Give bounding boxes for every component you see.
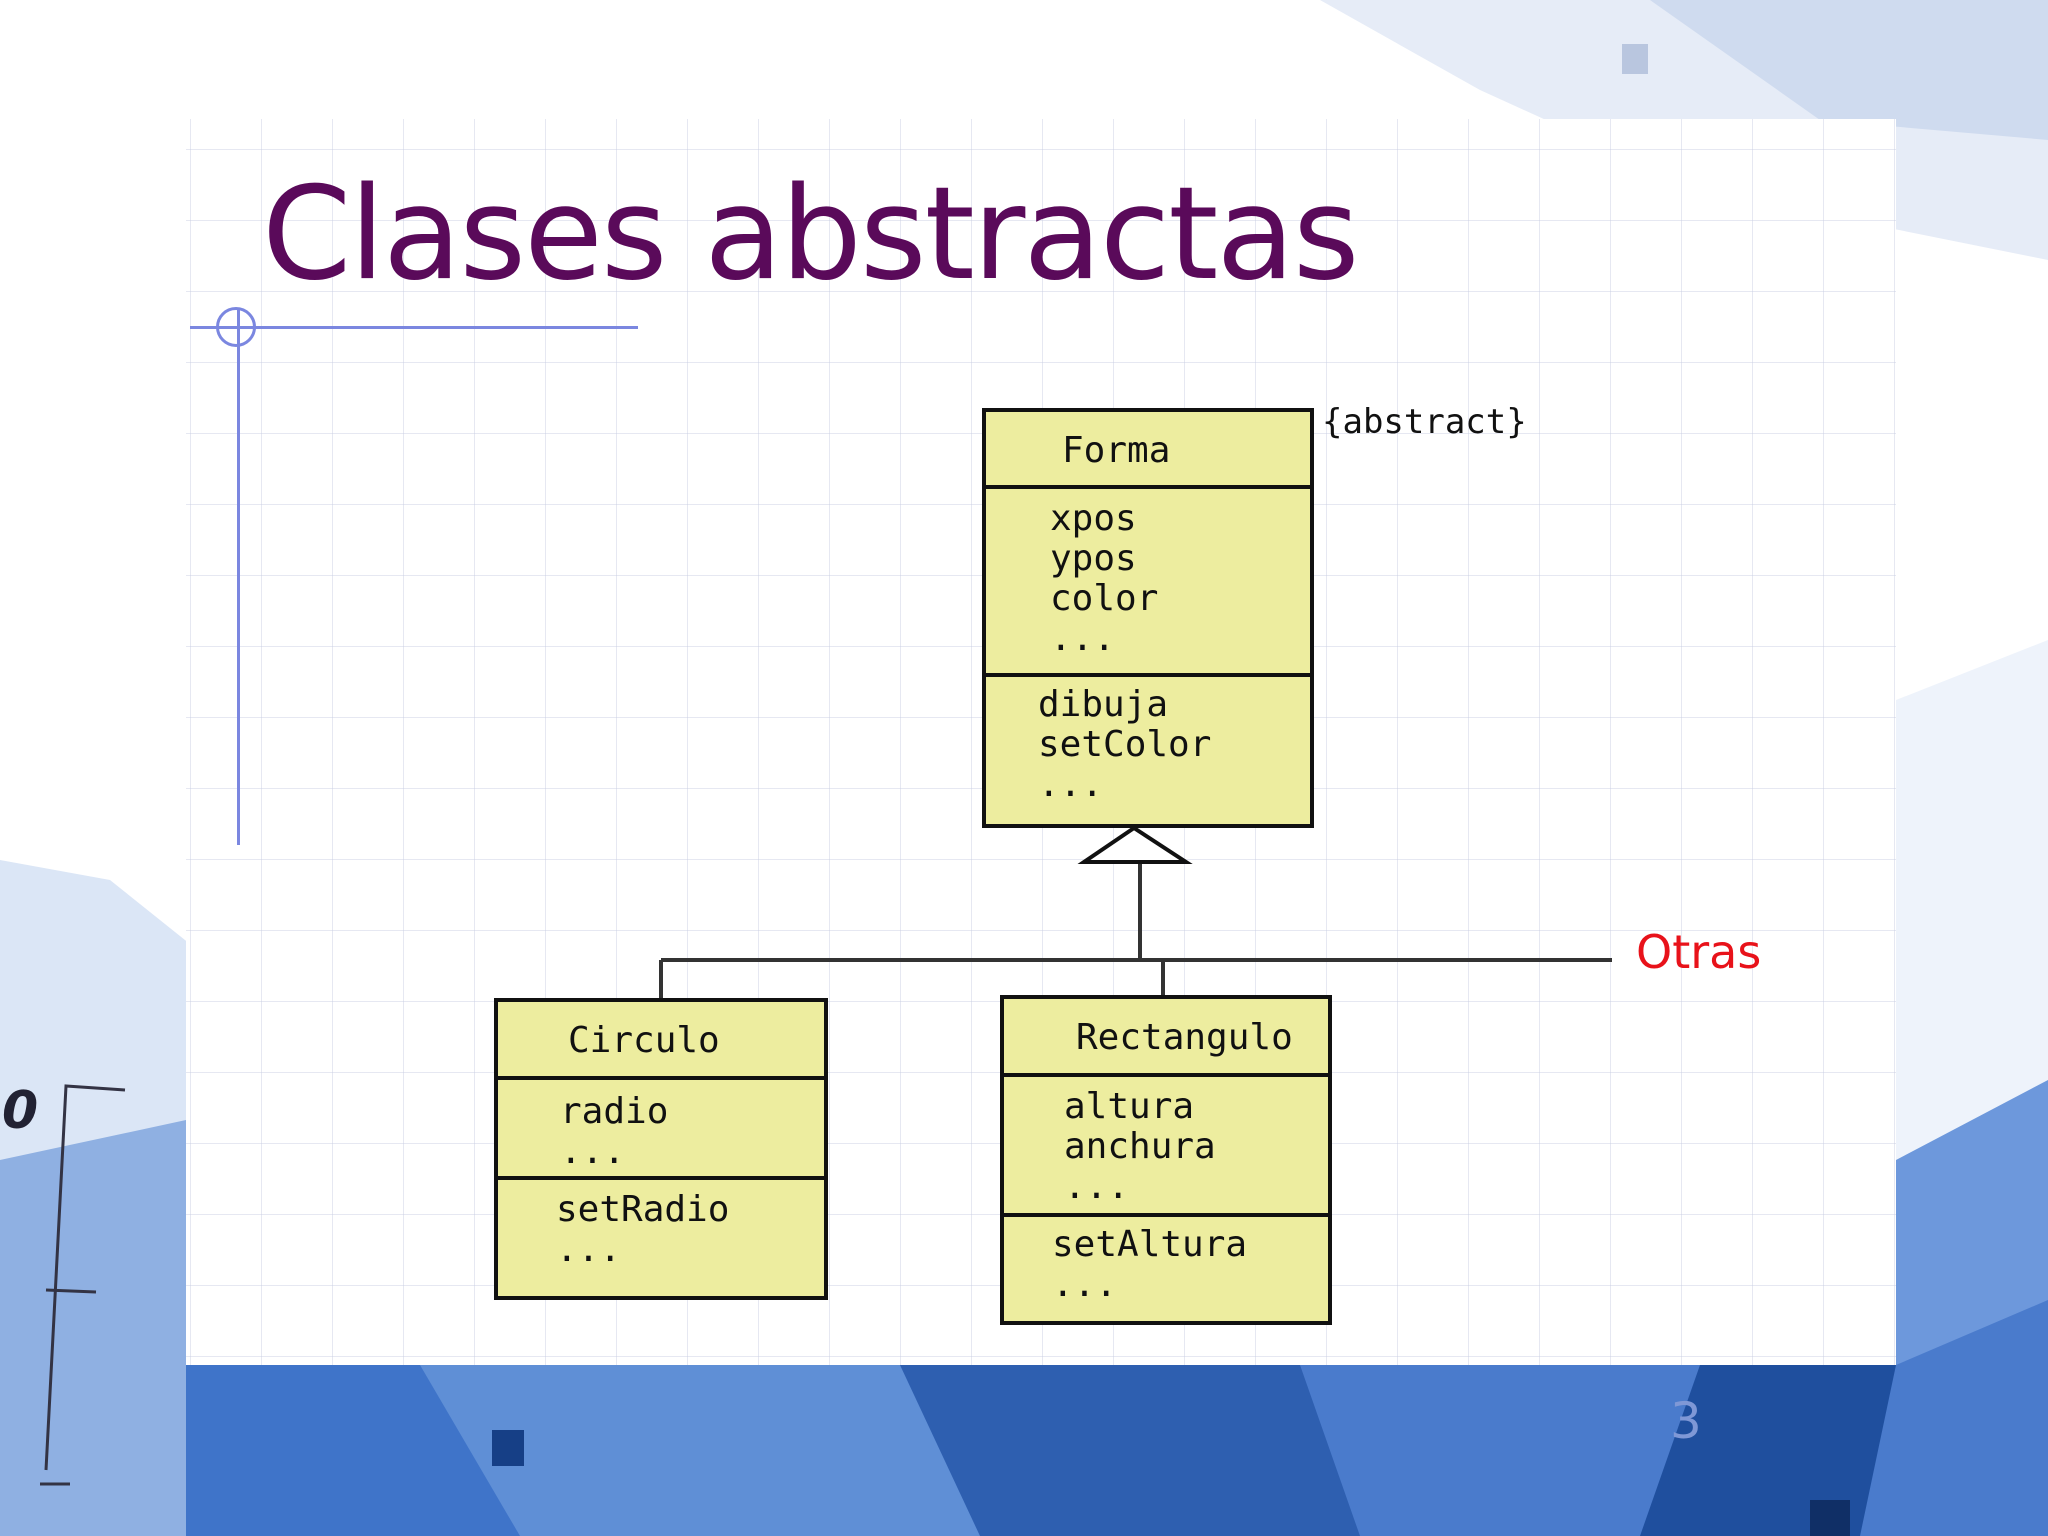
corner-mark-digit: 0 [2,1081,38,1141]
class-name: Rectangulo [1004,999,1328,1077]
ruler-corner-decoration: 0 [2,1081,126,1486]
class-rectangulo: Rectangulo altura anchura ... setAltura … [1000,995,1332,1325]
attribute-ellipsis: ... [560,1131,626,1172]
attribute-ellipsis: ... [1050,618,1116,659]
class-attributes: altura anchura ... [1004,1077,1328,1217]
class-forma: Forma xpos ypos color ... dibuja setColo… [982,408,1314,828]
left-vertical-rule [237,310,240,845]
rule-ring-ornament [216,307,256,347]
operation-dibuja: dibuja [1038,684,1169,725]
operation-setradio: setRadio [556,1189,730,1230]
operation-setaltura: setAltura [1052,1224,1248,1265]
operation-setcolor: setColor [1038,724,1212,765]
title-underline-rule [190,326,638,329]
class-name: Forma [986,412,1310,489]
attribute-radio: radio [560,1091,669,1132]
class-operations: setRadio ... [498,1180,824,1270]
class-name: Circulo [498,1002,824,1080]
attribute-ellipsis: ... [1064,1166,1130,1207]
attribute-anchura: anchura [1064,1126,1216,1167]
class-attributes: xpos ypos color ... [986,489,1310,677]
operation-ellipsis: ... [1052,1264,1118,1305]
attribute-color: color [1050,578,1159,619]
others-label: Otras [1636,925,1762,979]
operation-ellipsis: ... [556,1229,622,1270]
class-operations: dibuja setColor ... [986,677,1310,805]
slide-title: Clases abstractas [262,160,1359,309]
operation-ellipsis: ... [1038,764,1104,805]
attribute-altura: altura [1064,1086,1195,1127]
attribute-xpos: xpos [1050,498,1137,539]
class-circulo: Circulo radio ... setRadio ... [494,998,828,1300]
abstract-stereotype: {abstract} [1322,402,1527,442]
attribute-ypos: ypos [1050,538,1137,579]
class-attributes: radio ... [498,1080,824,1180]
generalization-arrowhead [1077,825,1193,864]
page-number: 3 [1670,1392,1702,1450]
class-operations: setAltura ... [1004,1217,1328,1305]
